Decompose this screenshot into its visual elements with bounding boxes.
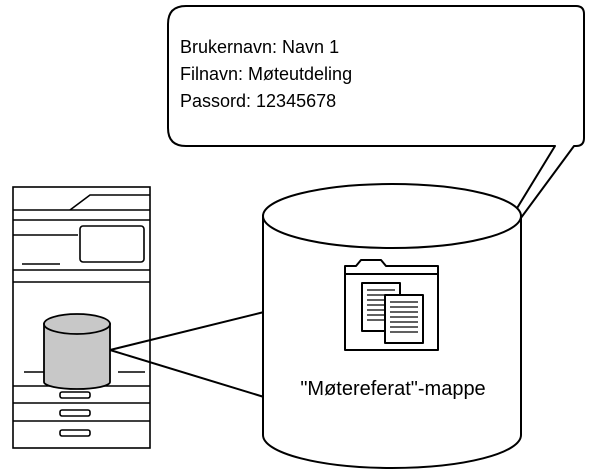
folder-label: "Møtereferat"-mappe <box>300 378 486 400</box>
callout-username-text: Brukernavn: Navn 1 <box>180 37 340 57</box>
printer-control-panel <box>79 225 145 263</box>
folder-icon <box>344 259 439 351</box>
callout-password-text: Passord: 12345678 <box>180 91 337 111</box>
printer-body <box>12 186 151 449</box>
callout-filename-text: Filnavn: Møteutdeling <box>180 64 353 84</box>
hdd-icon <box>43 313 111 390</box>
connector-lines <box>109 311 265 398</box>
